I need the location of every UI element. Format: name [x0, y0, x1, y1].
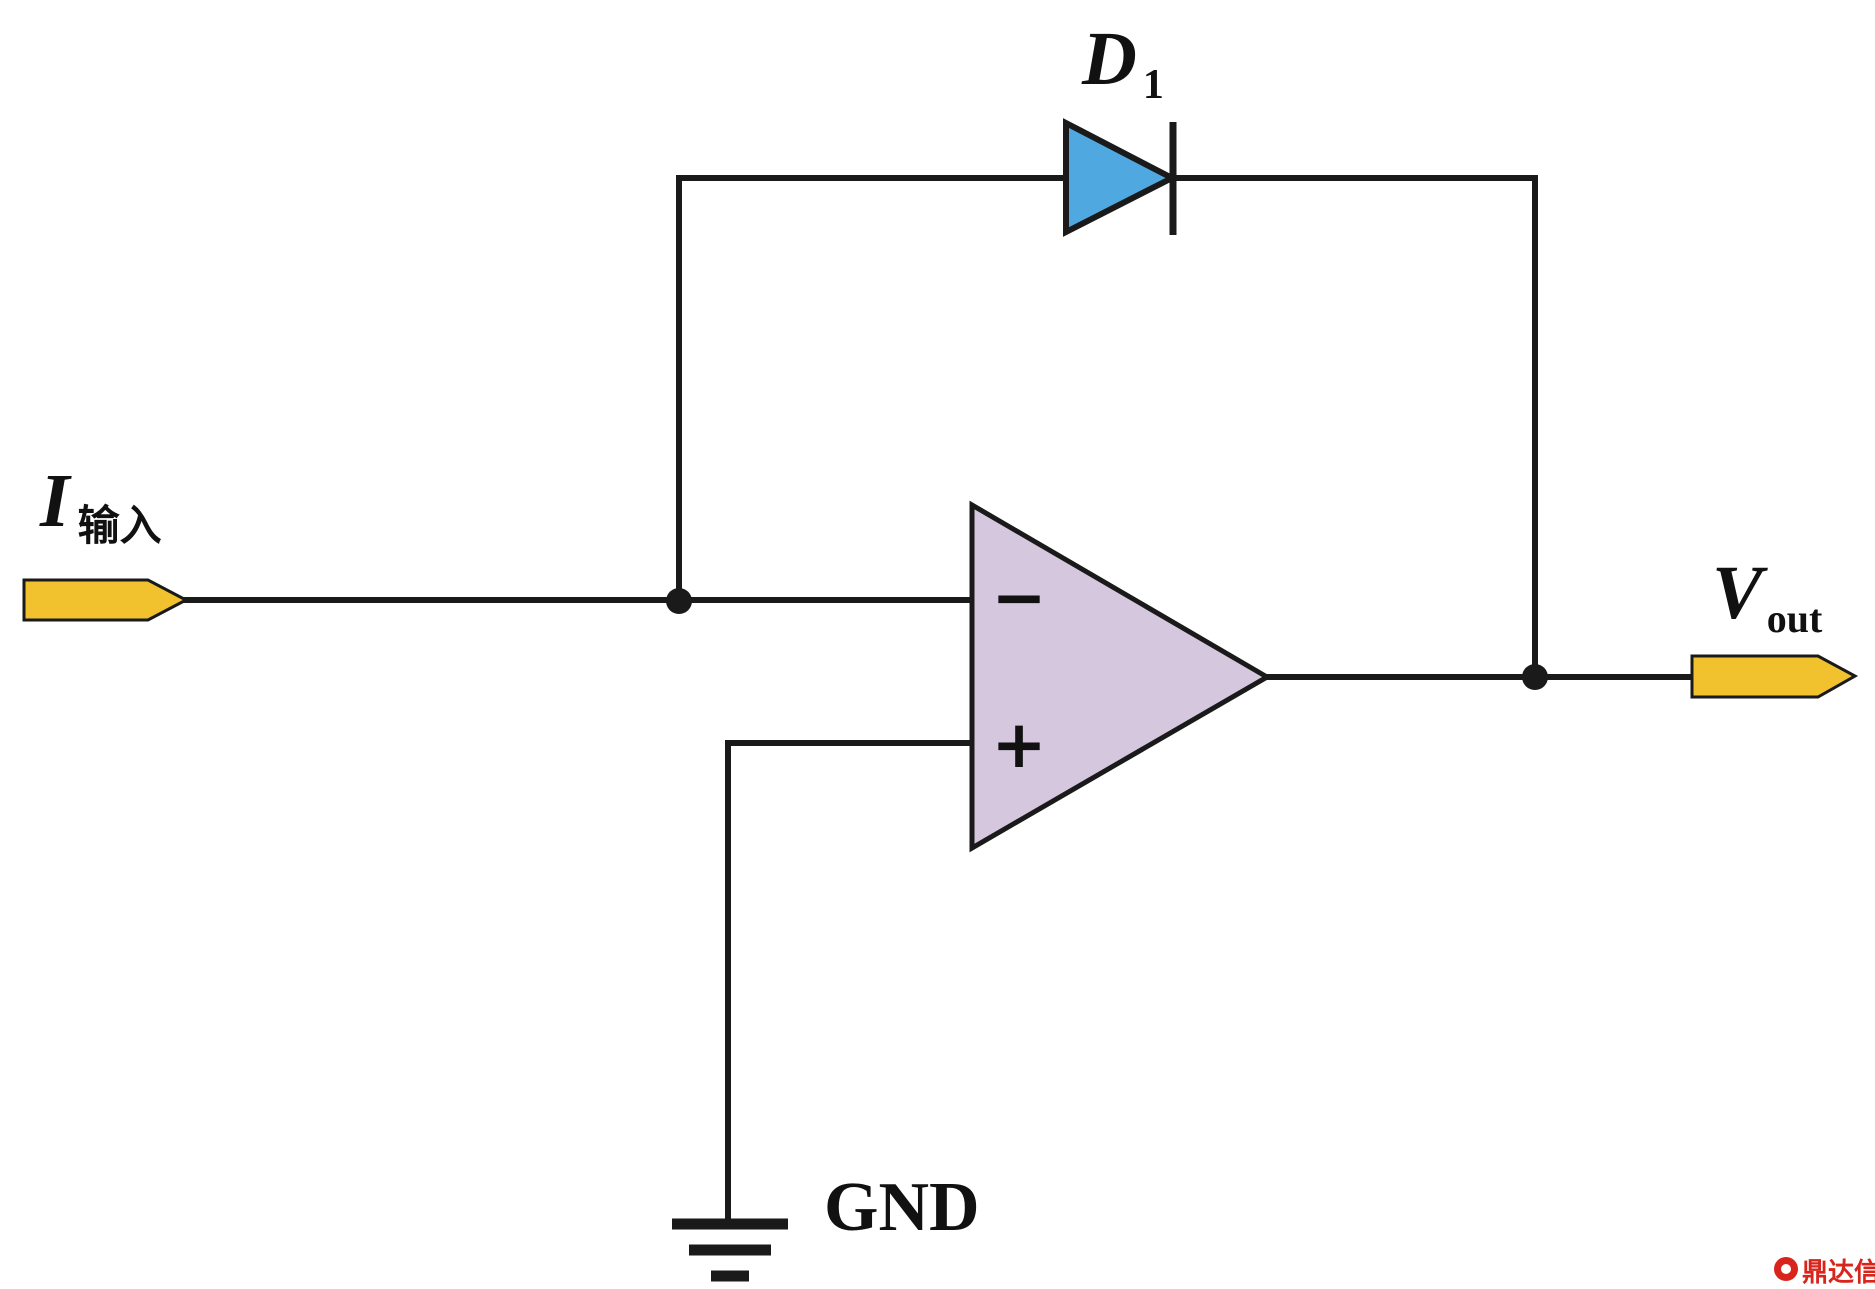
ground-label: GND [824, 1169, 980, 1246]
feedback-left-wire [676, 175, 1071, 603]
diode-label-main: D [1081, 17, 1137, 101]
ground-wire [725, 740, 978, 1225]
op-amp-plus-sign: + [991, 706, 1046, 783]
output-label-sub: out [1767, 596, 1823, 641]
watermark: 鼎达信 [1774, 1257, 1875, 1288]
junction-input [666, 588, 692, 614]
junction-output [1522, 664, 1548, 690]
ground-symbol [672, 1218, 788, 1282]
diode-label-sub: 1 [1143, 62, 1164, 108]
watermark-text: 鼎达信 [1802, 1258, 1875, 1288]
diode-triangle [1063, 118, 1179, 237]
diode-d1 [1063, 118, 1179, 237]
feedback-right-wire [1169, 175, 1538, 680]
output-label-main: V [1712, 551, 1768, 635]
input-label-main: I [39, 459, 72, 543]
op-amp: − + [969, 500, 1272, 853]
op-amp-minus-sign: − [991, 559, 1046, 636]
output-port [1690, 654, 1859, 699]
input-label-sub: 输入 [78, 501, 162, 550]
input-port [22, 578, 190, 622]
wires [183, 175, 1695, 1225]
watermark-logo-inner [1781, 1264, 1791, 1274]
op-amp-body [969, 500, 1272, 853]
